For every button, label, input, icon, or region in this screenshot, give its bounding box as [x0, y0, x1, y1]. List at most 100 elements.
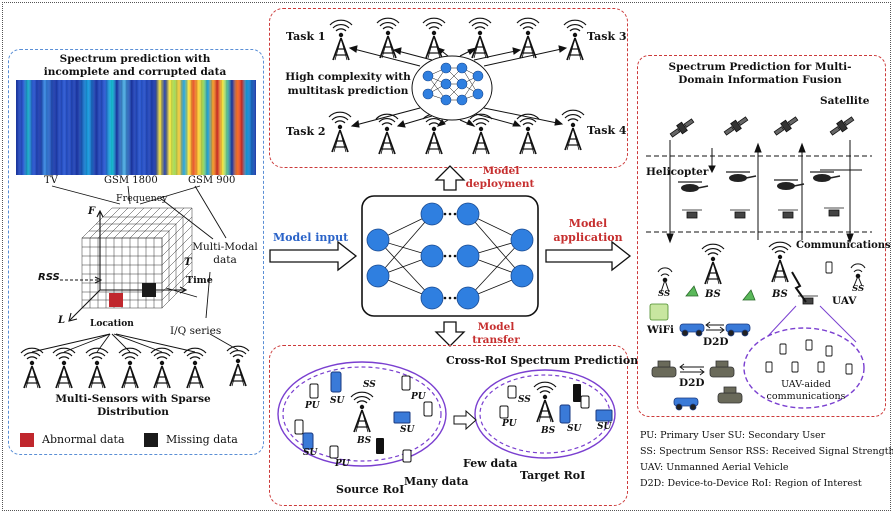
- t-axis-label: T: [184, 257, 192, 268]
- drone-icon: [778, 209, 798, 219]
- car-icon: [673, 397, 699, 411]
- car-icon: [679, 323, 705, 337]
- pu-phone-icon: [499, 405, 509, 419]
- drone-icon: [730, 209, 750, 219]
- bs-label-right: BS: [772, 289, 788, 300]
- task2-label: Task 2: [286, 125, 326, 138]
- right-panel: [637, 55, 886, 417]
- phone-icon: [791, 361, 799, 373]
- satellite-icon: [773, 116, 799, 136]
- phone-icon: [845, 363, 853, 375]
- pu-device-icon: [573, 384, 581, 402]
- legend-abnormal-swatch: [20, 433, 34, 447]
- complexity-line1: High complexity with: [285, 71, 411, 83]
- iq-series-label: I/Q series: [170, 325, 222, 337]
- su-phone-icon: [330, 371, 342, 393]
- model-transfer-arrow: [434, 321, 466, 347]
- frequency-axis-label: Frequency: [116, 193, 168, 204]
- pu-label: PU: [502, 419, 517, 429]
- uav-label: UAV: [832, 295, 857, 307]
- right-title-line1: Spectrum Prediction for Multi-: [668, 61, 852, 73]
- uav-aided-line1: UAV-aided: [781, 379, 831, 390]
- satellite-icon: [829, 116, 855, 136]
- task1-label: Task 1: [286, 30, 326, 43]
- su-device-icon: [302, 432, 314, 450]
- uav-aided-line2: communications: [766, 391, 846, 402]
- model-deployment-arrow: [434, 165, 466, 191]
- pu-phone-icon: [507, 385, 517, 399]
- d2d-label-a: D2D: [703, 336, 729, 348]
- su-laptop-icon: [393, 411, 411, 424]
- tank-icon: [651, 360, 677, 378]
- car-icon: [725, 323, 751, 337]
- target-roi-label: Target RoI: [520, 469, 586, 482]
- cross-roi-title: Cross-RoI Spectrum Prediction: [446, 354, 639, 367]
- helicopter-icon: [678, 181, 709, 192]
- l-axis-label: L: [58, 315, 66, 326]
- f-axis-label: F: [88, 206, 96, 217]
- su-label: SU: [400, 425, 415, 435]
- band-gsm1800-label: GSM 1800: [104, 175, 158, 186]
- pu-label: PU: [305, 401, 320, 411]
- task4-label: Task 4: [587, 124, 627, 137]
- communications-label: Communications: [796, 240, 891, 251]
- abbrev-line1: PU: Primary User SU: Secondary User: [640, 430, 826, 441]
- model-transfer-line1: Model: [477, 321, 515, 333]
- model-input-arrow: [269, 240, 358, 272]
- abbrev-line3: UAV: Unmanned Aerial Vehicle: [640, 462, 789, 473]
- legend-missing-swatch: [144, 433, 158, 447]
- left-panel: [8, 49, 264, 455]
- time-axis-label: Time: [186, 275, 213, 286]
- pu-device-icon: [376, 438, 384, 454]
- phone-icon: [825, 345, 833, 357]
- source-roi-label: Source RoI: [336, 483, 405, 496]
- left-title-line1: Spectrum prediction with: [59, 53, 211, 65]
- rss-label: RSS: [38, 272, 60, 283]
- pu-phone-icon: [580, 395, 590, 409]
- su-label: SU: [597, 422, 612, 432]
- multimodal-line2: data: [213, 254, 237, 266]
- helicopter-icon: [810, 171, 841, 182]
- bs-label-right: BS: [705, 289, 721, 300]
- ss-label: SS: [363, 380, 376, 390]
- helicopter-icon: [726, 171, 757, 182]
- pu-phone-icon: [401, 375, 411, 391]
- su-label: SU: [303, 448, 318, 458]
- su-phone-icon: [559, 404, 571, 424]
- bs-label: BS: [541, 426, 556, 436]
- pu-phone-icon: [309, 383, 319, 399]
- band-tv-label: TV: [44, 175, 58, 186]
- phone-icon: [779, 343, 787, 355]
- phone-icon: [825, 261, 833, 274]
- pu-phone-icon: [402, 449, 412, 463]
- ss-label-right: SS: [852, 284, 865, 294]
- model-deployment-line1: Model: [482, 165, 520, 177]
- uav-icon: [798, 295, 818, 305]
- few-data-label: Few data: [463, 457, 518, 470]
- model-application-arrow: [545, 240, 632, 272]
- antenna-icon: [742, 289, 756, 301]
- d2d-label-b: D2D: [679, 377, 705, 389]
- pu-phone-icon: [294, 419, 304, 435]
- helicopter-label: Helicopter: [646, 166, 709, 178]
- abbrev-line2: SS: Spectrum Sensor RSS: Received Signal…: [640, 446, 893, 457]
- model-application-line1: Model: [568, 217, 608, 230]
- model-deployment-line2: deployment: [465, 178, 535, 190]
- abbrev-line4: D2D: Device-to-Device RoI: Region of Int…: [640, 478, 862, 489]
- su-laptop-icon: [595, 409, 613, 422]
- left-title-line2: incomplete and corrupted data: [43, 66, 227, 78]
- satellite-label: Satellite: [820, 95, 870, 107]
- right-title-line2: Domain Information Fusion: [678, 74, 842, 86]
- satellite-icon: [669, 118, 695, 138]
- legend-abnormal-label: Abnormal data: [42, 433, 125, 446]
- task3-label: Task 3: [587, 30, 627, 43]
- multimodal-line1: Multi-Modal: [192, 241, 258, 253]
- model-application-line2: application: [553, 231, 623, 244]
- complexity-line2: multitask prediction: [287, 85, 409, 97]
- model-input-label: Model input: [273, 231, 349, 244]
